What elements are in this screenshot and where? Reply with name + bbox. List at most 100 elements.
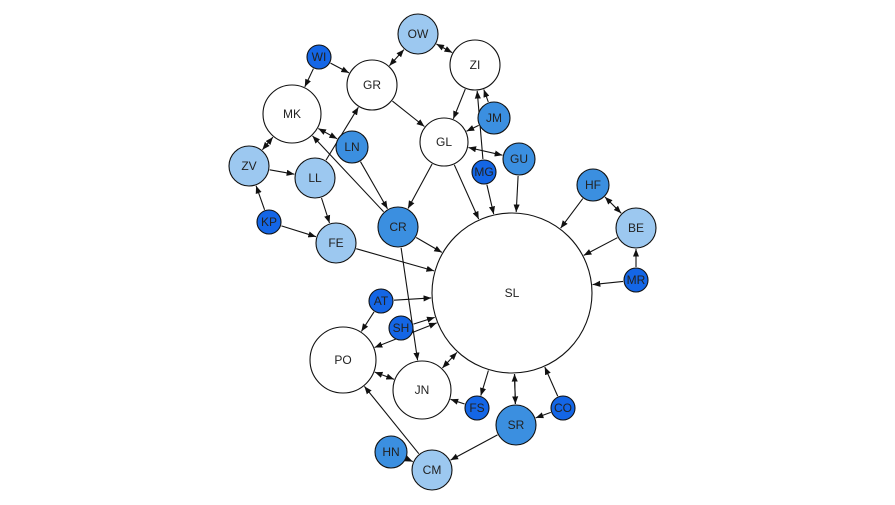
edge-cm-po bbox=[363, 386, 420, 455]
edge-hn-cm bbox=[404, 455, 414, 463]
node-circle-zv bbox=[228, 145, 270, 187]
node-label-mk: MK bbox=[283, 107, 301, 121]
edge-mg-sl bbox=[486, 184, 495, 215]
edge-cr-sl bbox=[415, 237, 443, 253]
node-be: BE bbox=[615, 207, 657, 249]
node-label-sh: SH bbox=[393, 321, 410, 335]
node-circle-mr bbox=[623, 267, 649, 293]
edge-be-sl bbox=[583, 237, 618, 256]
node-circle-cr bbox=[377, 206, 419, 248]
edge-gl-sl bbox=[453, 164, 480, 220]
node-sh: SH bbox=[388, 315, 414, 341]
node-circle-co bbox=[550, 395, 576, 421]
node-cr: CR bbox=[377, 206, 419, 248]
node-fs: FS bbox=[464, 395, 490, 421]
node-sr: SR bbox=[495, 404, 537, 446]
node-label-cm: CM bbox=[423, 463, 442, 477]
node-circle-gl bbox=[419, 117, 469, 167]
node-circle-jm bbox=[477, 101, 511, 135]
edge-sr-sl bbox=[511, 373, 518, 405]
node-circle-kp bbox=[256, 209, 282, 235]
node-gl: GL bbox=[419, 117, 469, 167]
node-label-mg: MG bbox=[474, 165, 493, 179]
node-po: PO bbox=[309, 326, 377, 394]
node-circle-jn bbox=[392, 360, 452, 420]
node-label-ow: OW bbox=[408, 27, 429, 41]
edge-zi-gl bbox=[452, 88, 466, 120]
edge-at-sl bbox=[393, 295, 432, 302]
node-gu: GU bbox=[502, 142, 536, 176]
node-circle-hn bbox=[374, 435, 408, 469]
node-circle-po bbox=[309, 326, 377, 394]
node-label-co: CO bbox=[554, 401, 572, 415]
node-label-fs: FS bbox=[469, 401, 484, 415]
edge-ln-mk bbox=[318, 128, 338, 140]
edge-cr-mk bbox=[312, 135, 385, 213]
node-label-sl: SL bbox=[505, 286, 520, 300]
node-label-jm: JM bbox=[486, 111, 502, 125]
edge-mr-sl bbox=[592, 280, 624, 287]
edge-gr-gl bbox=[392, 100, 425, 127]
node-circle-sh bbox=[388, 315, 414, 341]
node-jm: JM bbox=[477, 101, 511, 135]
node-circle-sr bbox=[495, 404, 537, 446]
node-gr: GR bbox=[346, 59, 398, 111]
edge-ln-cr bbox=[360, 161, 388, 210]
node-mk: MK bbox=[262, 84, 322, 144]
edge-zv-ll bbox=[269, 169, 295, 176]
node-cm: CM bbox=[411, 449, 453, 491]
node-circle-ll bbox=[294, 157, 336, 199]
edge-ll-gr bbox=[325, 106, 359, 161]
node-sl: SL bbox=[431, 212, 593, 374]
node-fe: FE bbox=[315, 222, 357, 264]
edge-kp-fe bbox=[281, 225, 317, 238]
node-mr: MR bbox=[623, 267, 649, 293]
edge-jn-sl bbox=[441, 352, 458, 369]
edge-wi-mk bbox=[304, 68, 314, 88]
node-circle-sl bbox=[431, 212, 593, 374]
edge-sr-cm bbox=[450, 434, 498, 461]
edge-gl-gu bbox=[468, 146, 503, 157]
edge-wi-gr bbox=[330, 62, 350, 74]
node-label-kp: KP bbox=[261, 215, 277, 229]
node-ll: LL bbox=[294, 157, 336, 199]
node-label-mr: MR bbox=[627, 273, 646, 287]
node-mg: MG bbox=[471, 159, 497, 185]
node-circle-hf bbox=[576, 168, 610, 202]
node-label-hf: HF bbox=[585, 178, 601, 192]
edge-ow-zi bbox=[436, 43, 453, 54]
edge-mk-zv bbox=[261, 136, 274, 151]
edge-ll-fe bbox=[320, 197, 331, 224]
node-ow: OW bbox=[397, 13, 439, 55]
node-circle-fe bbox=[315, 222, 357, 264]
edge-co-sr bbox=[535, 411, 551, 419]
node-zv: ZV bbox=[228, 145, 270, 187]
node-circle-gr bbox=[346, 59, 398, 111]
node-zi: ZI bbox=[449, 39, 501, 91]
edge-fe-sl bbox=[356, 248, 435, 272]
node-label-cr: CR bbox=[389, 220, 407, 234]
node-label-gu: GU bbox=[510, 152, 528, 166]
edge-fs-jn bbox=[450, 398, 465, 405]
node-label-ll: LL bbox=[308, 171, 322, 185]
node-label-wi: WI bbox=[312, 50, 327, 64]
node-jn: JN bbox=[392, 360, 452, 420]
node-label-be: BE bbox=[628, 221, 644, 235]
node-circle-at bbox=[368, 288, 394, 314]
edge-cr-jn bbox=[400, 247, 420, 361]
edge-sh-sl bbox=[413, 316, 435, 325]
node-circle-be bbox=[615, 207, 657, 249]
node-circle-mg bbox=[471, 159, 497, 185]
node-kp: KP bbox=[256, 209, 282, 235]
node-circle-cm bbox=[411, 449, 453, 491]
node-hf: HF bbox=[576, 168, 610, 202]
edge-ow-gr bbox=[388, 49, 405, 67]
node-label-zi: ZI bbox=[470, 58, 481, 72]
node-label-gr: GR bbox=[363, 78, 381, 92]
node-label-sr: SR bbox=[508, 418, 525, 432]
edge-at-po bbox=[360, 311, 375, 332]
node-circle-wi bbox=[306, 44, 332, 70]
node-label-at: AT bbox=[374, 294, 389, 308]
